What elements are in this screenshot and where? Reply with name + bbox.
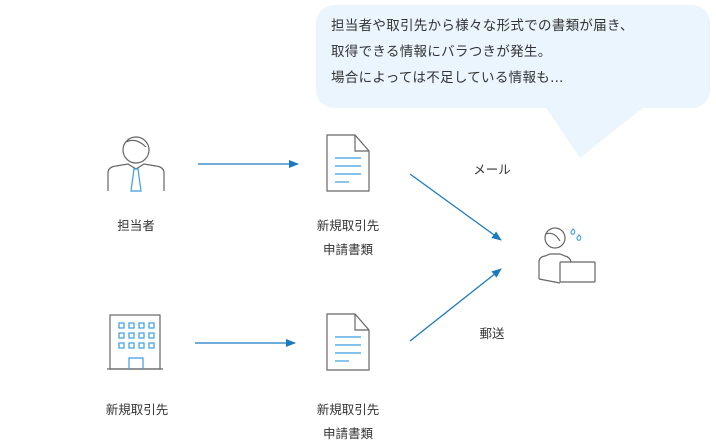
document-icon bbox=[326, 313, 370, 371]
staff-label: 担当者 bbox=[117, 218, 155, 233]
new-client-label: 新規取引先 bbox=[105, 402, 169, 417]
document-icon bbox=[326, 134, 370, 192]
bubble-line-1: 担当者や取引先から様々な形式での書類が届き、 bbox=[331, 18, 634, 34]
post-label: 郵送 bbox=[479, 326, 505, 341]
bubble-line-3: 場合によっては不足している情報も… bbox=[331, 70, 564, 86]
doc-top-label-2: 申請書類 bbox=[322, 242, 373, 257]
doc-bottom-label-2: 申請書類 bbox=[322, 426, 373, 441]
worried-person-at-laptop-icon bbox=[538, 227, 596, 284]
doc-bottom-label-1: 新規取引先 bbox=[316, 402, 380, 417]
doc-top-label-1: 新規取引先 bbox=[316, 218, 380, 233]
person-with-tie-icon bbox=[107, 136, 165, 192]
arrow-mail bbox=[409, 173, 502, 241]
speech-bubble: 担当者や取引先から様々な形式での書類が届き、 取得できる情報にバラつきが発生。 … bbox=[316, 5, 710, 108]
office-building-icon bbox=[107, 314, 163, 370]
bubble-line-2: 取得できる情報にバラつきが発生。 bbox=[331, 44, 552, 60]
arrow-post bbox=[409, 268, 502, 342]
mail-label: メール bbox=[473, 162, 511, 177]
